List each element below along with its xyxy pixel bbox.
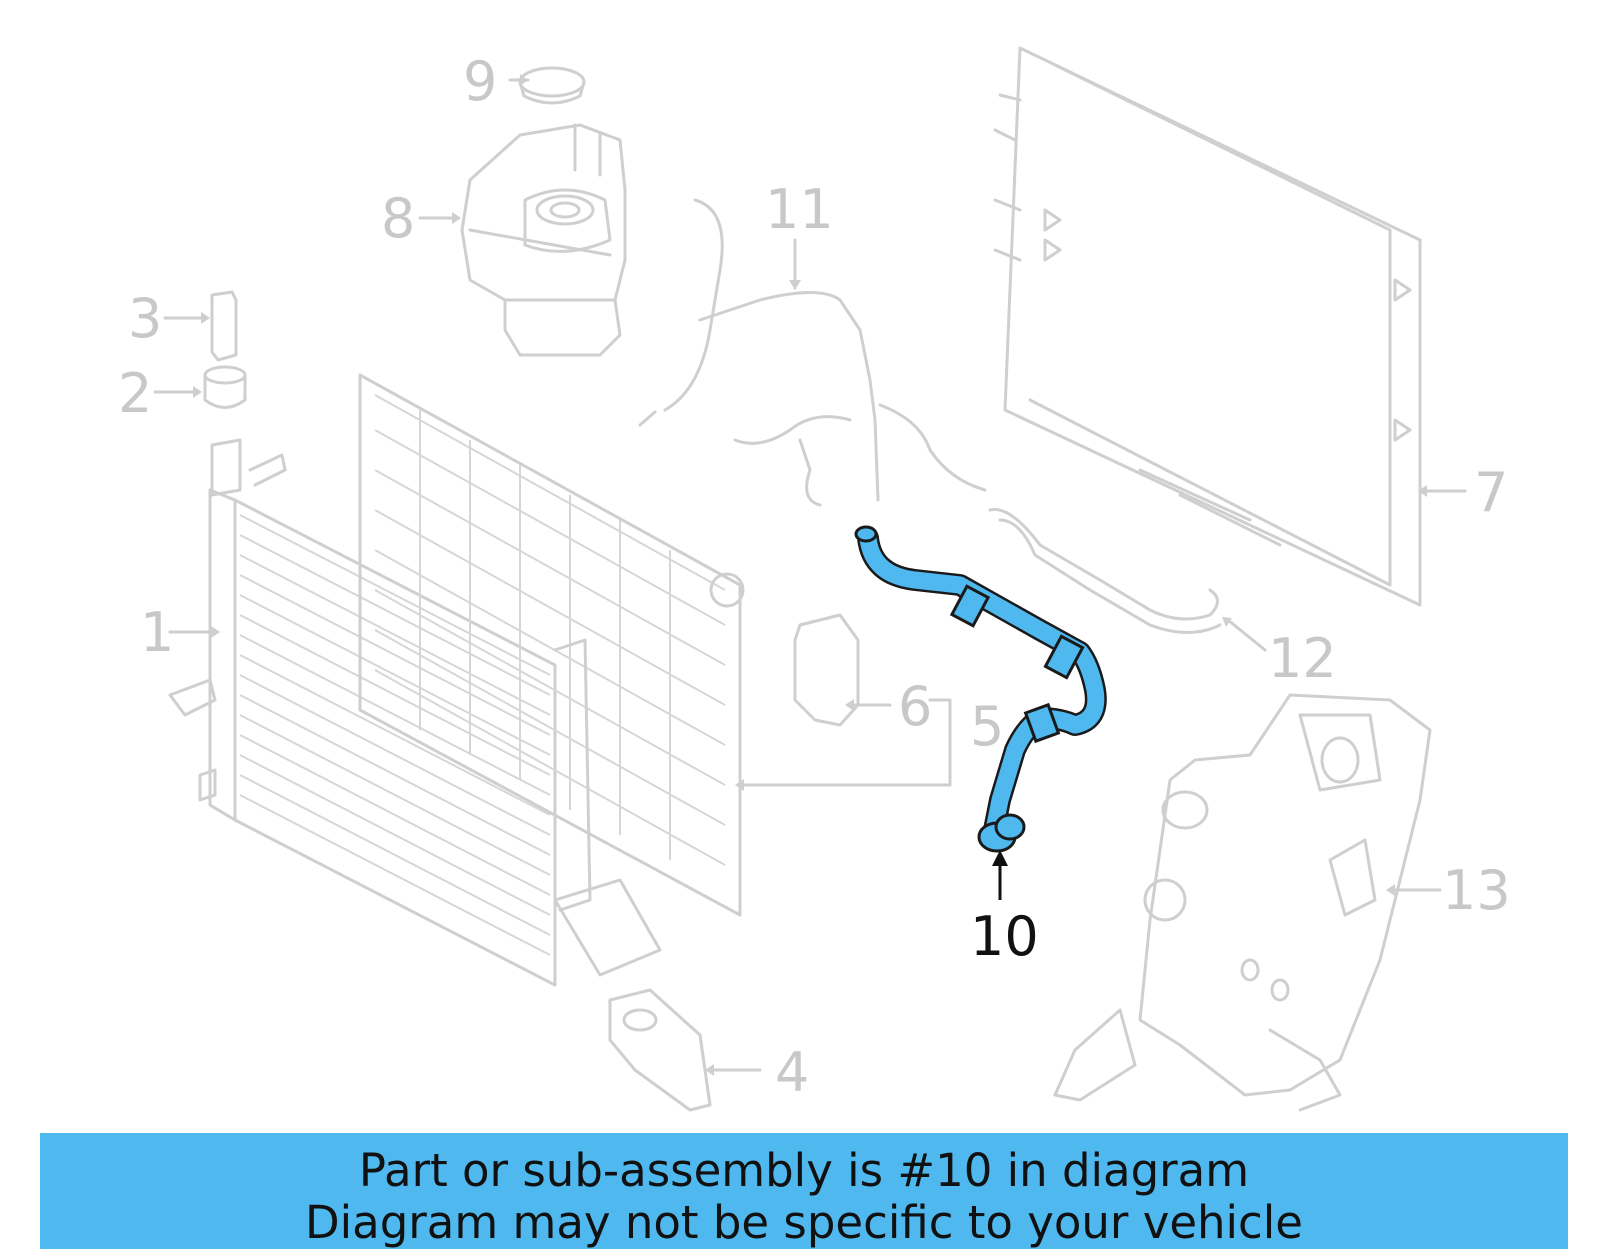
part-9-cap xyxy=(508,66,586,105)
callout-12: 12 xyxy=(1268,627,1337,690)
callout-13: 13 xyxy=(1442,859,1511,922)
callout-11: 11 xyxy=(765,178,834,241)
part-6-sensor xyxy=(793,613,892,727)
part-2-bushing xyxy=(153,365,247,409)
part-1-radiator xyxy=(168,438,557,987)
part-13-bracket xyxy=(1053,693,1442,1112)
part-10-leader-arrow xyxy=(992,850,1008,900)
callout-10: 10 xyxy=(970,905,1039,968)
part-10-hose xyxy=(854,525,1107,853)
callout-3: 3 xyxy=(128,287,163,350)
part-4-bracket xyxy=(608,988,762,1112)
callout-9: 9 xyxy=(463,50,498,113)
callout-5: 5 xyxy=(970,695,1005,758)
part-7-frame xyxy=(993,46,1467,607)
part-5-condenser xyxy=(358,373,952,977)
callout-2: 2 xyxy=(118,362,153,425)
part-8-reservoir xyxy=(418,123,627,357)
part-3-clip xyxy=(163,290,238,362)
callout-4: 4 xyxy=(775,1041,810,1104)
part-12-hose xyxy=(988,507,1267,652)
info-banner: Part or sub-assembly is #10 in diagram D… xyxy=(40,1133,1568,1249)
banner-line-2: Diagram may not be specific to your vehi… xyxy=(305,1196,1303,1249)
banner-line-1: Part or sub-assembly is #10 in diagram xyxy=(358,1144,1250,1197)
callout-6: 6 xyxy=(898,675,933,738)
callout-8: 8 xyxy=(381,187,416,250)
callout-7: 7 xyxy=(1474,461,1509,524)
callout-1: 1 xyxy=(140,601,175,664)
callout-leader-arrows xyxy=(193,74,1427,1076)
part-11-hoses xyxy=(638,198,987,507)
